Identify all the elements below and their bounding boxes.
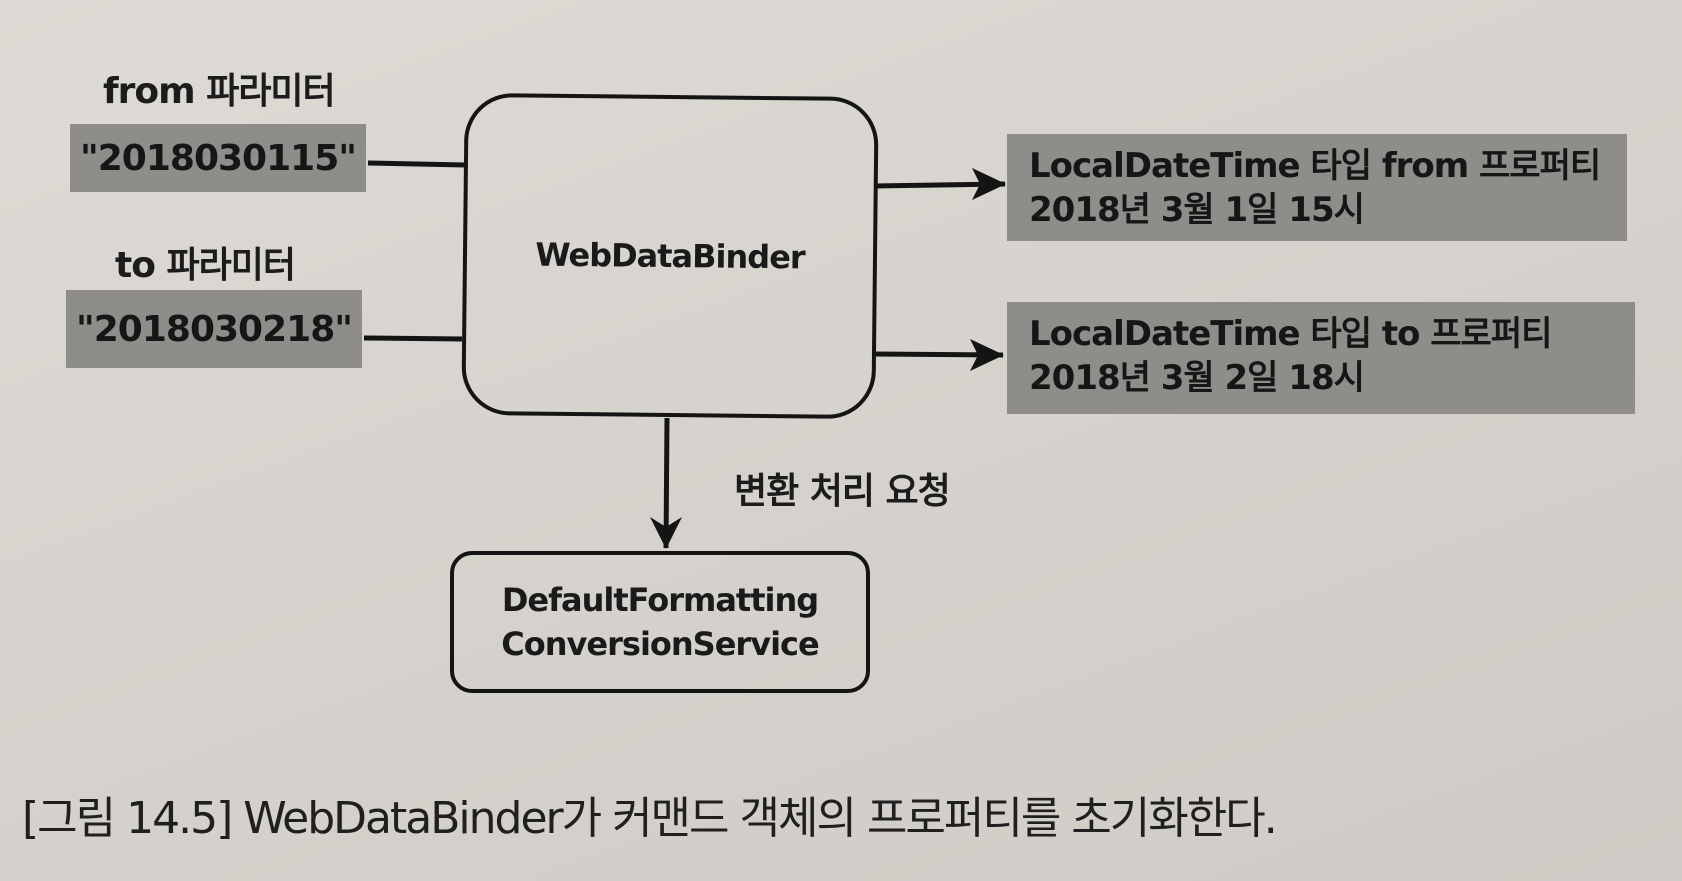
web-data-binder-box: WebDataBinder bbox=[461, 92, 879, 420]
web-data-binder-label: WebDataBinder bbox=[535, 235, 805, 277]
request-arrowhead bbox=[650, 517, 682, 549]
to-parameter-label: to 파라미터 bbox=[115, 245, 296, 286]
from-parameter-value: "2018030115" bbox=[70, 124, 366, 192]
conversion-request-label: 변환 처리 요청 bbox=[734, 471, 951, 512]
from-output-arrowhead bbox=[972, 168, 1006, 200]
request-arrow bbox=[663, 417, 670, 549]
from-property-result: LocalDateTime 타입 from 프로퍼티 2018년 3월 1일 1… bbox=[1007, 134, 1627, 241]
to-property-value: 2018년 3월 2일 18시 bbox=[1029, 358, 1365, 398]
to-output-arrowhead bbox=[970, 339, 1004, 371]
to-input-line bbox=[363, 335, 463, 342]
conversion-service-line-2: ConversionService bbox=[501, 625, 819, 663]
conversion-service-box: DefaultFormatting ConversionService bbox=[450, 551, 870, 693]
from-parameter-label: from 파라미터 bbox=[103, 71, 336, 112]
from-property-type: LocalDateTime 타입 from 프로퍼티 bbox=[1029, 146, 1601, 186]
figure-caption: [그림 14.5] WebDataBinder가 커맨드 객체의 프로퍼티를 초… bbox=[22, 793, 1278, 844]
from-property-value: 2018년 3월 1일 15시 bbox=[1029, 190, 1365, 230]
to-property-result: LocalDateTime 타입 to 프로퍼티 2018년 3월 2일 18시 bbox=[1007, 302, 1635, 414]
from-input-line bbox=[367, 160, 466, 168]
to-property-type: LocalDateTime 타입 to 프로퍼티 bbox=[1029, 314, 1552, 354]
conversion-service-line-1: DefaultFormatting bbox=[501, 581, 819, 619]
to-parameter-value: "2018030218" bbox=[66, 290, 362, 368]
